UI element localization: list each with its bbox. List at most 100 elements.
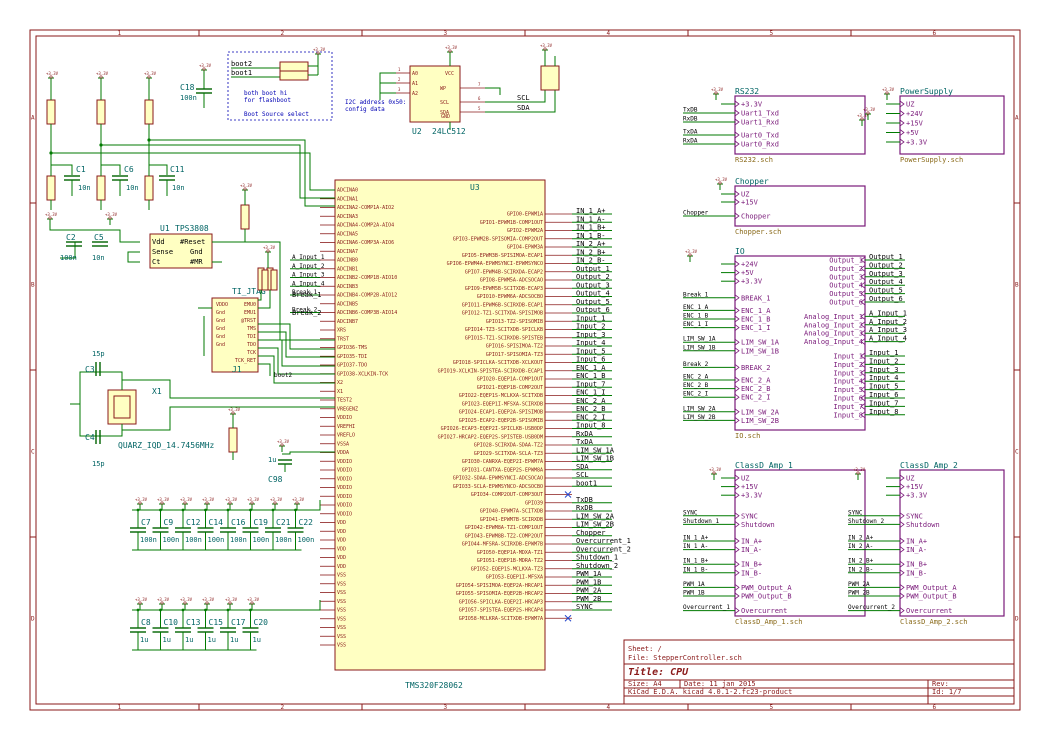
jtag-pin-l-1: Gnd (216, 310, 225, 316)
sheet-io-rnet-input-7: Input_7 (869, 399, 899, 407)
sheet-io-rnet-input-6: Input_6 (869, 391, 899, 399)
power-flag-19: +3.3V (270, 497, 283, 502)
sheet-io-rnet-a-input-2: A_Input_2 (869, 318, 907, 326)
cap-c18-val: 100n (180, 94, 197, 102)
sup-pin-vdd: Vdd (152, 238, 165, 246)
eeprom-note-1: I2C address 0x50: (345, 99, 406, 106)
mcu-pin-r-40: GPIO44-MFSRA-SCIRXDB-EPWM7B (462, 542, 543, 548)
sheet-amp2-pin-pwm-output-b: PWM_Output_B (906, 593, 957, 601)
mcu-pin-r-24: GPIO24-ECAP1-EQEP2A-SPISIMOB (459, 410, 543, 416)
power-flag-34: +3.3V (853, 467, 866, 472)
cap-c18-ref: C18 (180, 83, 195, 92)
sheet-rs232-name: RS232 (735, 87, 759, 96)
eeprom-pin-sda: SDA (440, 110, 449, 116)
sheet-amp1-net-sync: SYNC (683, 509, 698, 516)
sheet-amp1-name: ClassD_Amp_1 (735, 461, 793, 470)
sheet-amp1[interactable]: ClassD_Amp_1ClassD_Amp_1.schUZ+15V+3.3VS… (683, 461, 866, 626)
mcu-ref: U3 (470, 183, 480, 192)
power-flag-15: +3.3V (180, 497, 193, 502)
mcu-pin-l-11: ADCINB3 (337, 284, 358, 290)
border-col-bottom-6: 6 (933, 704, 937, 711)
mcu-net-in-1-b: IN_1_B- (576, 232, 606, 240)
mcu-pin-l-21: GPIO38-XCLKIN-TCK (337, 371, 388, 377)
mcu-net-boot1: boot1 (576, 479, 597, 487)
tb-date: Date: 11 jan 2015 (684, 680, 756, 688)
sheet-power[interactable]: PowerSupplyPowerSupply.schUZ+24V+15V+5V+… (886, 87, 1005, 164)
power-flag-12: +3.3V (277, 439, 290, 444)
eeprom-pin-a0: A0 (412, 71, 418, 77)
sheet-io[interactable]: IOIO.sch+24V+5V+3.3VBREAK_1Break_1ENC_1_… (683, 247, 907, 440)
mcu-net-l-a-input-4: A_Input_4 (292, 280, 325, 287)
cap-row1-c16-ref: C16 (231, 518, 246, 527)
power-flag-11: +3.3V (228, 407, 241, 412)
sheet-amp2-net-overcurrent-2: Overcurrent_2 (848, 604, 895, 611)
sheet-amp1-net-in-1-b: IN_1_B+ (683, 558, 709, 565)
mcu-pin-r-23: GPIO23-EQEP1I-MFSXA-SCIRXDB (462, 401, 543, 407)
mcu-pin-l-25: VREGENZ (337, 406, 358, 412)
sheet-amp1-pin-overcurrent: Overcurrent (741, 607, 787, 615)
mcu-u3: U3 TMS320F28062 ADCINA0ADCINA1ADCINA2-CO… (290, 179, 631, 690)
mcu-net-pwm-1a: PWM_1A (576, 570, 602, 578)
cap-row2-c20-val: 1u (253, 636, 261, 644)
mcu-net-output-2: Output_2 (576, 273, 610, 281)
mcu-pin-l-43: VDD (337, 564, 346, 570)
sheet-rs232-net-rxdb: RxDB (683, 116, 698, 123)
sheet-amp1-net-in-1-a: IN_1_A- (683, 543, 708, 550)
sheet-amp1-pin-15v: +15V (741, 483, 759, 491)
sheet-power-pin-3-3v: +3.3V (906, 139, 928, 147)
boot-note-3: Boot Source select (244, 111, 309, 118)
eeprom-ref: U2 (412, 127, 422, 136)
sheet-amp2[interactable]: ClassD_Amp_2ClassD_Amp_2.schUZ+15V+3.3VS… (848, 461, 1005, 626)
sheet-io-rpin-output-4: Output_4 (829, 282, 863, 290)
eeprom-pin-wp: WP (440, 86, 446, 92)
mcu-pin-l-51: VSS (337, 634, 346, 640)
sheet-io-rnet-a-input-1: A_Input_1 (869, 309, 907, 317)
mcu-pin-r-28: GPIO28-SCIRXDA-SDAA-TZ2 (474, 443, 543, 449)
break2-net: Break_2 (292, 309, 322, 317)
sheet-io-pin-break-1: BREAK_1 (741, 294, 771, 302)
border-col-top-2: 2 (281, 30, 285, 37)
sheet-chopper-file: Chopper.sch (735, 228, 781, 236)
power-flag-5: +3.3V (445, 45, 458, 50)
mcu-pin-l-19: GPIO35-TDI (337, 354, 367, 360)
cap-row2-c10-ref: C10 (164, 618, 179, 627)
border-row-left-D: D (31, 616, 35, 623)
jtag-pin-r-6: TCK (247, 350, 256, 356)
mcu-net-output-6: Output_6 (576, 306, 610, 314)
crystal-c3-val: 15p (92, 350, 105, 358)
cap-row1-c22-ref: C22 (299, 518, 314, 527)
mcu-pin-r-35: GPIO39 (525, 500, 543, 506)
sheet-rs232[interactable]: RS232RS232.sch+3.3VUart1_TxdTxDBUart1_Rx… (683, 87, 866, 164)
cap-row2-c15-ref: C15 (209, 618, 224, 627)
border-row-right-A: A (1015, 115, 1019, 122)
jtag-pin-r-5: TDO (247, 342, 256, 348)
mcu-pin-r-15: GPIO15-TZ1-SCIRXDB-SPISTEB (465, 335, 543, 341)
mcu-pin-l-41: VDD (337, 546, 346, 552)
sheet-io-rpin-input-6: Input_6 (833, 395, 863, 403)
eeprom-pinnum-7: 7 (478, 82, 481, 87)
sheet-rs232-net-rxda: RxDA (683, 138, 698, 145)
sheet-io-rpin-input-8: Input_8 (833, 411, 863, 419)
boot-note-2: for flashboot (244, 97, 291, 104)
border-col-top-1: 1 (118, 30, 122, 37)
sheet-amp1-pin-shutdown: Shutdown (741, 521, 775, 529)
decoupling-row-100n: C7100nC9100nC12100nC14100nC16100nC19100n… (130, 500, 321, 551)
crystal-x1: C3 15p C4 15p X1 QUARZ_IQD_14.7456MHz (70, 350, 335, 468)
sheet-io-net-break-2: Break_2 (683, 361, 709, 368)
mcu-pin-l-5: ADCINA5 (337, 231, 358, 237)
jtag-pin-r-3: TMS (247, 326, 256, 332)
sheet-io-rpin-input-5: Input_5 (833, 386, 863, 394)
boot-note-1: both boot hi (244, 90, 288, 97)
mcu-pin-l-33: VDDIO (337, 476, 352, 482)
cap-c6-val: 10n (126, 184, 139, 192)
sheet-io-pin-enc-1-b: ENC_1_B (741, 316, 771, 324)
mcu-net-in-2-b: IN_2_B+ (576, 248, 606, 256)
sup-ref: U1 (160, 224, 170, 233)
cap-row1-c12-ref: C12 (186, 518, 201, 527)
mcu-left-pins: ADCINA0ADCINA1ADCINA2-COMP1A-AIO2ADCINA3… (290, 188, 397, 649)
cap-row1-c7-val: 100n (140, 536, 157, 544)
mcu-pin-r-34: GPIO34-COMP2OUT-COMP3OUT (471, 492, 543, 498)
mcu-pin-l-24: TEST2 (337, 398, 352, 404)
border-col-bottom-2: 2 (281, 704, 285, 711)
